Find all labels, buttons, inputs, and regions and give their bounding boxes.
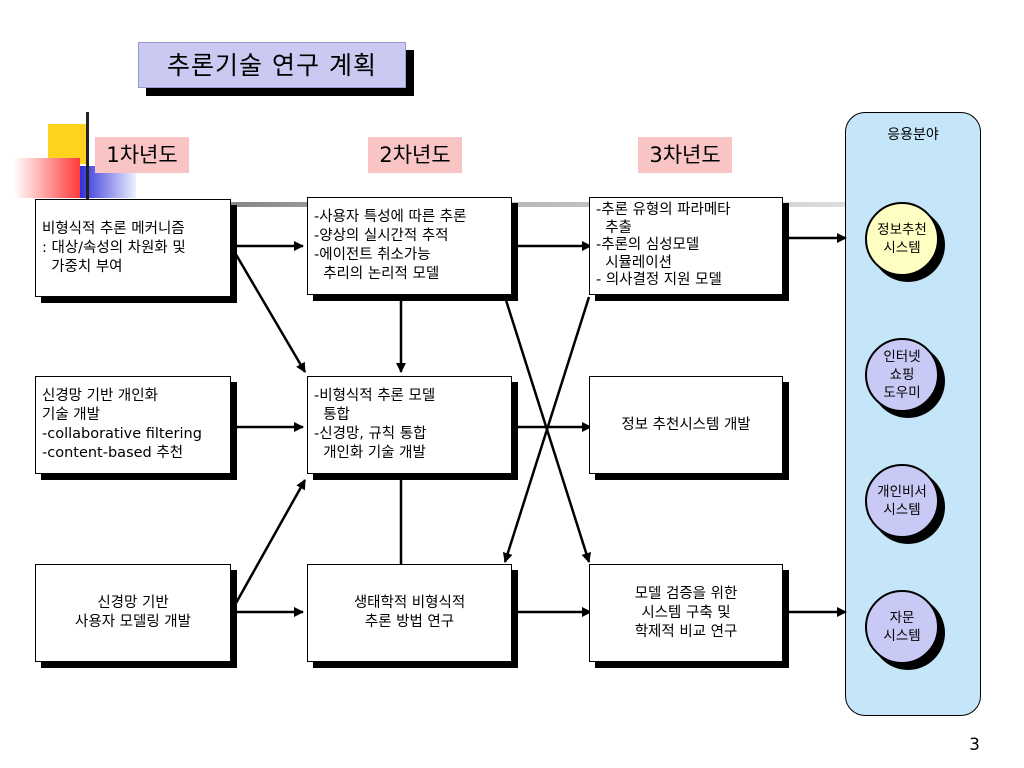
year-3-header: 3차년도 (638, 137, 732, 173)
applications-label: 응용분야 (887, 127, 939, 143)
box-year1-user-modeling: 신경망 기반 사용자 모델링 개발 (35, 564, 231, 662)
year-2-header: 2차년도 (368, 137, 462, 173)
app-recommender-system: 정보추천 시스템 (865, 202, 939, 276)
app-personal-secretary: 개인비서 시스템 (865, 464, 939, 538)
decor-red-gradient (14, 158, 80, 198)
box-year2-realtime-reasoning: -사용자 특성에 따른 추론 -양상의 실시간적 추적 -에이전트 취소가능 추… (307, 197, 512, 295)
arrow-y1top-y2mid (229, 245, 307, 373)
decor-yellow-square (48, 124, 88, 164)
box-year2-ecological-reasoning: 생태학적 비형식적 추론 방법 연구 (307, 564, 512, 662)
box-year1-personalization: 신경망 기반 개인화 기술 개발 -collaborative filterin… (35, 376, 231, 474)
box-year3-parameter-extraction: -추론 유형의 파라메타 추출 -추론의 심성모델 시뮬레이션 - 의사결정 지… (589, 197, 783, 295)
box-year3-recommender-dev: 정보 추천시스템 개발 (589, 376, 783, 474)
app-advisory-system: 자문 시스템 (865, 590, 939, 664)
box-year3-model-validation: 모델 검증을 위한 시스템 구축 및 학제적 비교 연구 (589, 564, 783, 662)
box-year1-reasoning-mechanism: 비형식적 추론 메커니즘 : 대상/속성의 차원화 및 가중치 부여 (35, 199, 231, 297)
year-1-header: 1차년도 (95, 137, 189, 173)
arrow-y1bot-y2mid (229, 479, 307, 613)
app-shopping-assistant: 인터넷 쇼핑 도우미 (865, 338, 939, 412)
page-number: 3 (969, 735, 980, 755)
decor-vertical-line (86, 112, 89, 208)
box-year2-model-integration: -비형식적 추론 모델 통합 -신경망, 규칙 통합 개인화 기술 개발 (307, 376, 512, 474)
slide-title: 추론기술 연구 계획 (138, 42, 406, 88)
arrow-y3top-y2bot (502, 296, 591, 563)
